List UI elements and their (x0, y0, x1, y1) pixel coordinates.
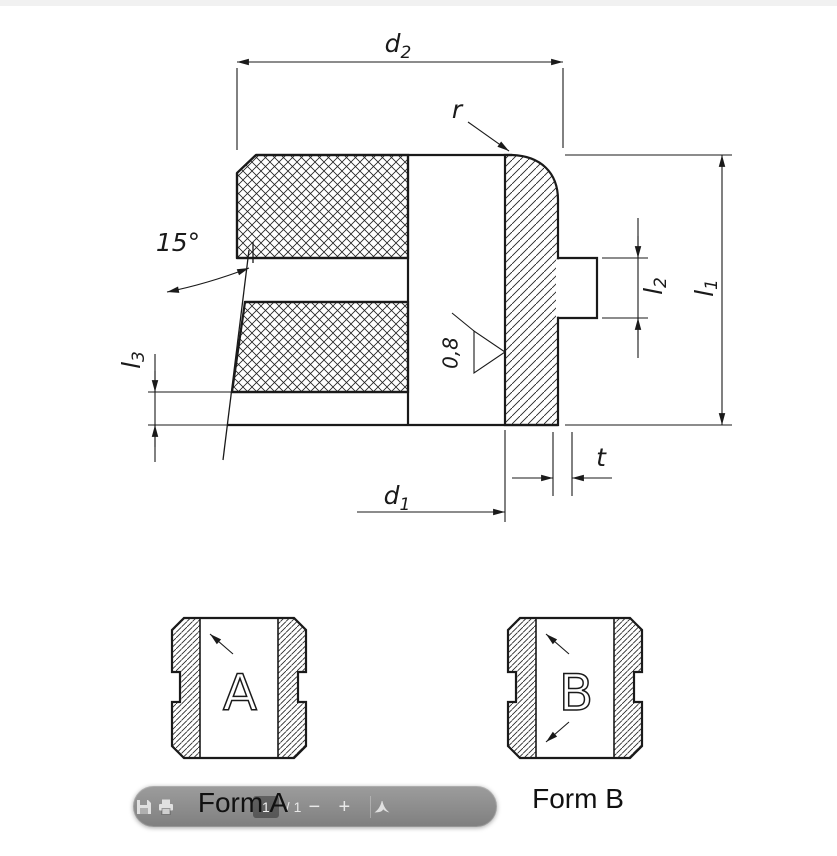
angle-label: 15° (156, 228, 200, 257)
pdf-toolbar: 1 / 1 − + (133, 786, 497, 827)
form-a-view (170, 616, 308, 760)
print-icon (159, 799, 173, 815)
dimension-angle: 15° (156, 228, 250, 293)
save-icon (137, 799, 151, 814)
print-button[interactable] (155, 796, 177, 818)
page-top-border (0, 0, 837, 6)
dimension-d1: d1 (357, 430, 506, 522)
main-section-view: d2 r 15° l3 l2 (117, 29, 732, 522)
dim-d1-label: d1 (384, 481, 411, 515)
dim-l1-label: l1 (690, 279, 722, 297)
dim-t-label: t (596, 443, 607, 472)
page-indicator[interactable]: 1 / 1 (253, 795, 302, 818)
section-wall (503, 153, 599, 427)
roughness-value: 0,8 (439, 337, 463, 369)
page-number-box[interactable]: 1 (253, 795, 279, 818)
zoom-in-button[interactable]: + (331, 794, 357, 820)
surface-roughness: 0,8 (439, 312, 506, 375)
dimension-r: r (452, 95, 510, 152)
dim-d2-label: d2 (385, 29, 412, 63)
form-a-marking: A (209, 633, 258, 723)
knurl-upper-area (235, 153, 410, 260)
part-outline (222, 153, 558, 461)
form-b-letter: B (559, 664, 593, 722)
adobe-button[interactable] (371, 796, 393, 818)
form-b-view (506, 616, 644, 760)
form-b-caption: Form B (532, 783, 624, 814)
form-b-marking: B (545, 633, 594, 743)
adobe-acrobat-icon (374, 800, 390, 812)
dim-l3-label: l3 (117, 351, 149, 369)
dim-l2-label: l2 (639, 277, 671, 295)
dim-r-label: r (452, 95, 464, 124)
dimension-d2: d2 (236, 29, 564, 150)
save-button[interactable] (133, 796, 155, 818)
zoom-out-button[interactable]: − (301, 794, 327, 820)
dimension-t: t (512, 432, 612, 496)
page-total-label: / 1 (285, 798, 302, 815)
dimension-l3: l3 (117, 351, 232, 462)
dimension-l1: l1 (565, 154, 732, 426)
dimension-l2: l2 (602, 218, 671, 358)
knurl-lower-area (230, 300, 410, 394)
form-a-letter: A (223, 664, 257, 722)
toolbar-divider (370, 795, 372, 818)
